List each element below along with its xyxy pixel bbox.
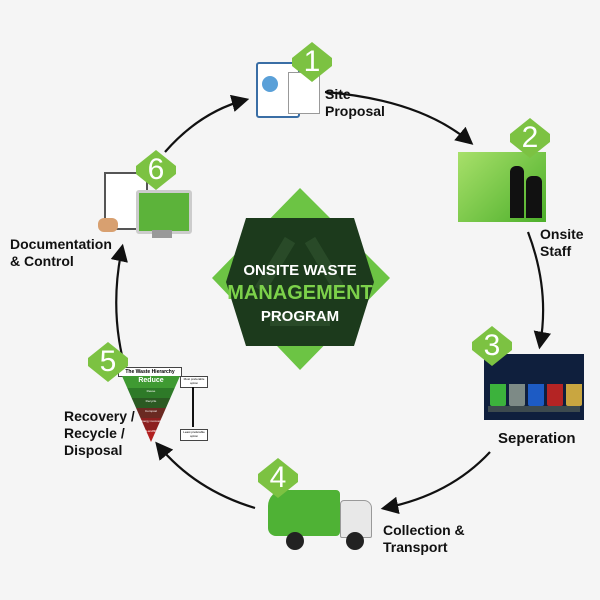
step-label-5: Recovery /Recycle /Disposal	[64, 408, 135, 458]
recycle-watermark-icon	[254, 236, 346, 326]
waste-hierarchy-icon: The Waste Hierarchy Reduce Reuse Recycle…	[118, 367, 214, 447]
arrow-3-to-4	[380, 451, 491, 515]
dark-hexagon	[226, 218, 374, 346]
step-label-3: Seperation	[498, 430, 576, 447]
documentation-monitor-icon	[98, 168, 192, 240]
arrow-6-to-1	[164, 94, 250, 153]
arrow-1-to-2	[324, 90, 474, 145]
waste-bins-icon	[484, 354, 584, 420]
arrow-2-to-3	[526, 231, 552, 350]
center-title-line3: PROGRAM	[260, 308, 340, 325]
step-label-4: Collection &Transport	[383, 522, 465, 555]
arrow-4-to-5	[155, 441, 256, 510]
garbage-truck-icon	[268, 486, 378, 552]
center-title-line2: MANAGEMENT	[227, 282, 373, 304]
step-label-6: Documentation& Control	[10, 236, 112, 269]
center-title-line1: ONSITE WASTE	[243, 262, 357, 279]
staff-recycling-icon	[458, 152, 546, 222]
